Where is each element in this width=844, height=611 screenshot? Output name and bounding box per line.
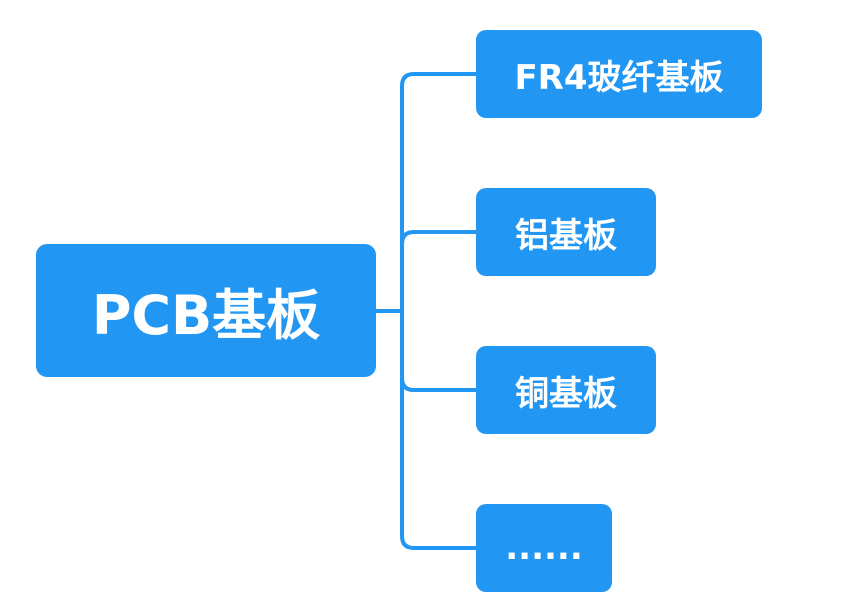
branch-to-more xyxy=(400,535,476,550)
child-node-aluminum: 铝基板 xyxy=(476,188,656,276)
child-node-fr4: FR4玻纤基板 xyxy=(476,30,762,118)
branch-to-copper xyxy=(400,377,476,392)
child-node-more: ...... xyxy=(476,504,612,592)
child-node-label: ...... xyxy=(505,528,583,568)
child-node-copper: 铜基板 xyxy=(476,346,656,434)
branch-to-fr4 xyxy=(400,72,476,87)
root-node-pcb-substrate: PCB基板 xyxy=(36,244,376,377)
root-node-label: PCB基板 xyxy=(91,284,321,347)
child-node-label: FR4玻纤基板 xyxy=(514,57,724,98)
child-node-label: 铜基板 xyxy=(515,373,617,414)
branch-to-aluminum xyxy=(400,230,476,245)
child-node-label: 铝基板 xyxy=(515,215,617,256)
